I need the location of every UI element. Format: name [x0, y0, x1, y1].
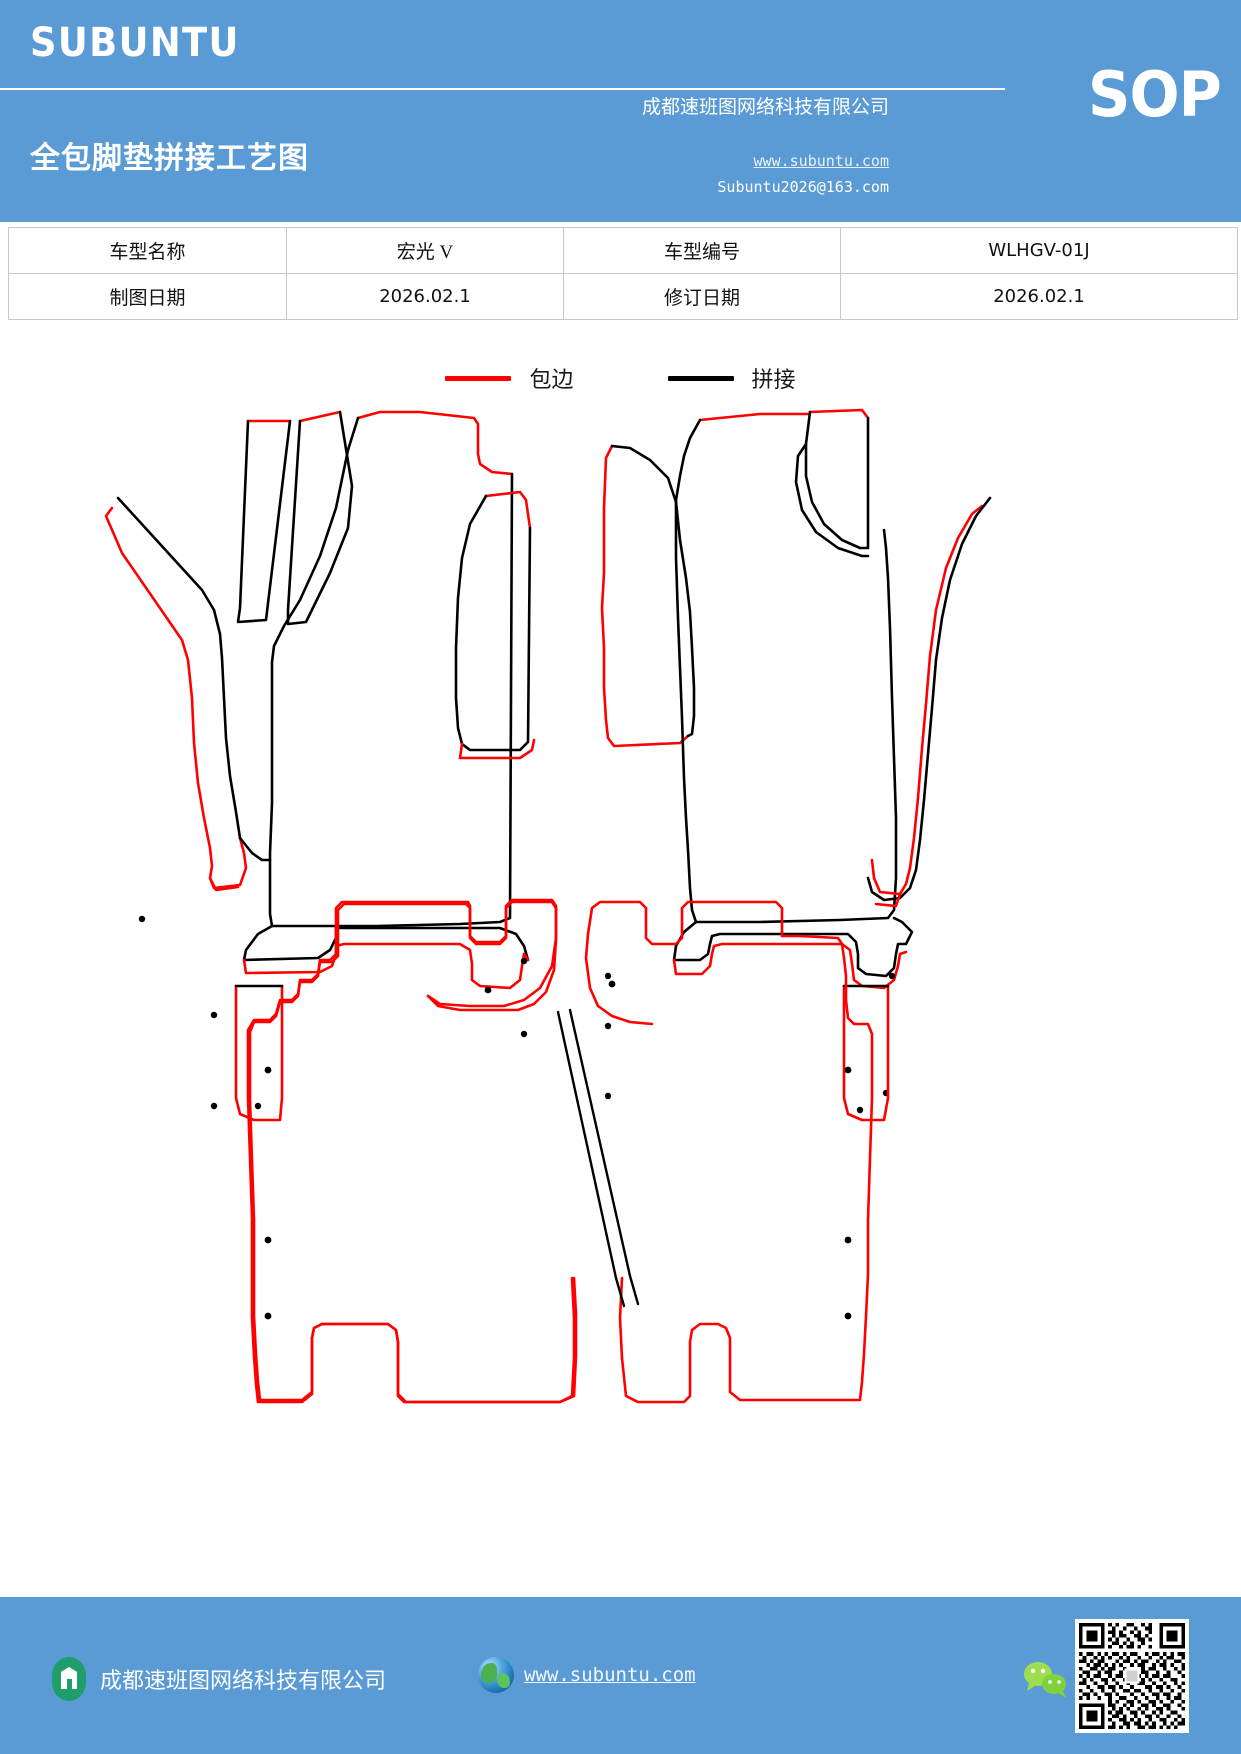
legend-item-binding: 包边	[445, 362, 574, 394]
label-model-code: 车型编号	[563, 227, 841, 274]
driver-main-floor-mat	[242, 410, 530, 990]
rear-cargo-mat	[246, 898, 576, 1404]
passenger-side-panel	[600, 444, 696, 1100]
footer-company-name: 成都速班图网络科技有限公司	[100, 1668, 387, 1693]
footer-company-block: 成都速班图网络科技有限公司	[52, 1657, 386, 1701]
vehicle-info-table: 车型名称 宏光 V 车型编号 WLHGV-01J 制图日期 2026.02.1 …	[8, 227, 1238, 320]
passenger-sill-strip	[866, 496, 992, 1097]
black-line-swatch-icon	[667, 375, 734, 381]
driver-sill-strip	[104, 496, 272, 1110]
header-website-link[interactable]: www.subuntu.com	[753, 152, 889, 170]
rear-cargo-mat-outline	[248, 900, 874, 1404]
driver-narrow-panel-1	[236, 419, 292, 624]
footer-website-link[interactable]: www.subuntu.com	[524, 1664, 696, 1686]
floor-mat-pattern-drawing	[0, 398, 1241, 1438]
page-title: 全包脚垫拼接工艺图	[30, 141, 309, 176]
value-revision-date: 2026.02.1	[840, 273, 1238, 320]
legend-label-seam: 拼接	[751, 367, 796, 392]
header-email: Subuntu2026@163.com	[717, 178, 889, 196]
label-model-name: 车型名称	[8, 227, 287, 274]
page-header: SUBUNTU 全包脚垫拼接工艺图 SOP 成都速班图网络科技有限公司 www.…	[0, 0, 1241, 222]
header-company-name: 成都速班图网络科技有限公司	[641, 97, 889, 118]
passenger-upper-curved-panel	[794, 408, 870, 558]
value-draw-date: 2026.02.1	[286, 273, 564, 320]
value-model-name: 宏光 V	[286, 227, 564, 274]
driver-small-foot-pad	[234, 984, 284, 1122]
value-model-code: WLHGV-01J	[840, 227, 1238, 274]
building-icon	[52, 1657, 86, 1701]
legend-label-binding: 包边	[529, 367, 574, 392]
passenger-main-floor-mat	[672, 412, 914, 990]
driver-side-wing-panel	[454, 490, 536, 1038]
passenger-small-foot-pad	[842, 984, 890, 1122]
qr-code	[1075, 1619, 1189, 1733]
drawing-legend: 包边 拼接	[0, 358, 1241, 398]
label-revision-date: 修订日期	[563, 273, 841, 320]
legend-item-seam: 拼接	[667, 362, 796, 394]
driver-narrow-panel-2	[286, 410, 354, 626]
label-draw-date: 制图日期	[8, 273, 287, 320]
table-row: 车型名称 宏光 V 车型编号 WLHGV-01J	[8, 227, 1238, 274]
wechat-icon	[1021, 1659, 1073, 1699]
globe-icon	[478, 1657, 514, 1693]
page-footer: 成都速班图网络科技有限公司 www.subuntu.com	[0, 1597, 1241, 1754]
header-divider	[0, 88, 1005, 90]
sop-badge: SOP	[1088, 58, 1222, 131]
brand-logo: SUBUNTU	[30, 20, 240, 66]
table-row: 制图日期 2026.02.1 修订日期 2026.02.1	[8, 273, 1238, 320]
red-line-swatch-icon	[445, 375, 512, 381]
footer-site-block[interactable]: www.subuntu.com	[478, 1657, 696, 1693]
